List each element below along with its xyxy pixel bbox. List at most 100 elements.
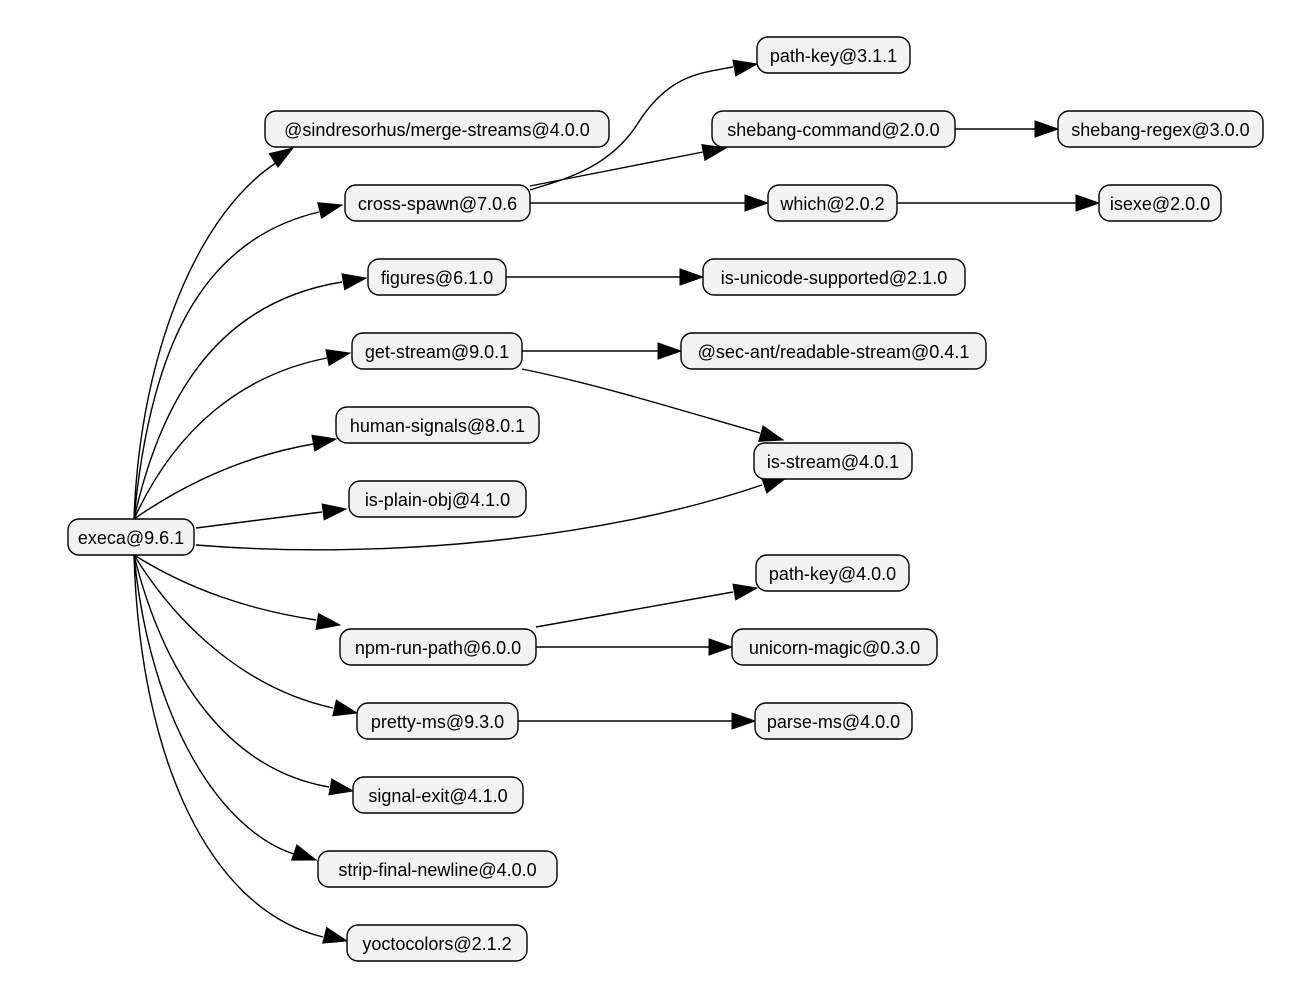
node-unicorn[interactable]: unicorn-magic@0.3.0 bbox=[731, 628, 938, 666]
arrowhead-execa-to-merge bbox=[268, 147, 295, 168]
node-label: isexe@2.0.0 bbox=[1110, 194, 1210, 214]
edge-execa-to-npmrun bbox=[133, 554, 317, 621]
node-box bbox=[339, 628, 537, 666]
edge-execa-to-plainobj bbox=[195, 511, 323, 529]
node-stripfinal[interactable]: strip-final-newline@4.0.0 bbox=[317, 850, 558, 888]
node-box bbox=[344, 184, 531, 222]
node-unicode[interactable]: is-unicode-supported@2.1.0 bbox=[702, 258, 966, 296]
arrowhead-cross-to-pathkey311 bbox=[732, 59, 759, 77]
node-label: figures@6.1.0 bbox=[381, 268, 493, 288]
node-yocto[interactable]: yoctocolors@2.1.2 bbox=[346, 924, 528, 962]
node-label: shebang-command@2.0.0 bbox=[727, 120, 939, 140]
node-box bbox=[335, 406, 540, 444]
node-pathkey311[interactable]: path-key@3.1.1 bbox=[756, 36, 911, 74]
node-label: path-key@3.1.1 bbox=[770, 46, 897, 66]
node-isexe[interactable]: isexe@2.0.0 bbox=[1098, 184, 1222, 222]
edge-execa-to-yocto bbox=[133, 554, 324, 938]
node-box bbox=[67, 518, 195, 556]
node-pathkey400[interactable]: path-key@4.0.0 bbox=[755, 554, 910, 592]
arrowhead-execa-to-signalexit bbox=[328, 778, 355, 796]
arrowhead-execa-to-npmrun bbox=[315, 612, 342, 631]
edge-execa-to-cross bbox=[133, 211, 320, 520]
node-box bbox=[702, 258, 966, 296]
node-label: is-plain-obj@4.1.0 bbox=[365, 490, 510, 510]
node-execa[interactable]: execa@9.6.1 bbox=[67, 518, 195, 556]
edges-layer bbox=[133, 59, 1101, 944]
arrowhead-execa-to-getstream bbox=[325, 349, 352, 367]
node-label: @sec-ant/readable-stream@0.4.1 bbox=[698, 342, 970, 362]
node-box bbox=[352, 776, 524, 814]
node-label: parse-ms@4.0.0 bbox=[767, 712, 900, 732]
node-label: signal-exit@4.1.0 bbox=[368, 786, 507, 806]
node-box bbox=[754, 702, 913, 740]
node-npmrun[interactable]: npm-run-path@6.0.0 bbox=[339, 628, 537, 666]
node-box bbox=[356, 702, 519, 740]
node-box bbox=[711, 110, 956, 148]
arrowhead-execa-to-figures bbox=[341, 273, 368, 291]
arrowhead-execa-to-prettyms bbox=[332, 699, 359, 717]
nodes-layer: execa@9.6.1 @sindresorhus/merge-streams@4… bbox=[67, 36, 1264, 962]
node-human[interactable]: human-signals@8.0.1 bbox=[335, 406, 540, 444]
node-label: @sindresorhus/merge-streams@4.0.0 bbox=[284, 120, 590, 140]
arrowhead-execa-to-cross bbox=[317, 202, 344, 220]
edge-execa-to-prettyms bbox=[133, 554, 334, 709]
node-readable[interactable]: @sec-ant/readable-stream@0.4.1 bbox=[680, 332, 987, 370]
node-label: npm-run-path@6.0.0 bbox=[355, 638, 521, 658]
edge-execa-to-human bbox=[133, 443, 314, 520]
edge-npmrun-to-pathkey400 bbox=[535, 591, 734, 628]
arrowhead-execa-to-stripfinal bbox=[290, 844, 318, 861]
node-plainobj[interactable]: is-plain-obj@4.1.0 bbox=[348, 480, 527, 518]
edge-execa-to-stripfinal bbox=[133, 554, 295, 855]
node-label: is-stream@4.0.1 bbox=[767, 452, 899, 472]
node-label: is-unicode-supported@2.1.0 bbox=[721, 268, 947, 288]
arrowhead-figures-to-unicode bbox=[679, 268, 705, 286]
arrowhead-getstream-to-readable bbox=[657, 342, 683, 360]
node-cross[interactable]: cross-spawn@7.0.6 bbox=[344, 184, 531, 222]
node-merge[interactable]: @sindresorhus/merge-streams@4.0.0 bbox=[264, 110, 610, 148]
node-box bbox=[1098, 184, 1222, 222]
arrowhead-getstream-to-isstream bbox=[758, 425, 785, 442]
node-figures[interactable]: figures@6.1.0 bbox=[367, 258, 507, 296]
edge-cross-to-shebangcmd bbox=[529, 151, 704, 187]
node-shebangregex[interactable]: shebang-regex@3.0.0 bbox=[1057, 110, 1264, 148]
edge-getstream-to-isstream bbox=[521, 368, 761, 434]
edge-execa-to-figures bbox=[133, 281, 343, 520]
node-label: get-stream@9.0.1 bbox=[365, 342, 509, 362]
node-box bbox=[346, 924, 528, 962]
edge-execa-to-signalexit bbox=[133, 554, 330, 788]
node-signalexit[interactable]: signal-exit@4.1.0 bbox=[352, 776, 524, 814]
node-label: strip-final-newline@4.0.0 bbox=[338, 860, 536, 880]
node-box bbox=[755, 554, 910, 592]
node-label: unicorn-magic@0.3.0 bbox=[749, 638, 920, 658]
node-box bbox=[348, 480, 527, 518]
arrowhead-shebangcmd-to-shebangregex bbox=[1034, 120, 1060, 138]
node-box bbox=[264, 110, 610, 148]
node-box bbox=[756, 36, 911, 74]
arrowhead-prettyms-to-parsems bbox=[731, 712, 757, 730]
node-prettyms[interactable]: pretty-ms@9.3.0 bbox=[356, 702, 519, 740]
node-which[interactable]: which@2.0.2 bbox=[767, 184, 898, 222]
arrowhead-which-to-isexe bbox=[1075, 194, 1101, 212]
node-box bbox=[680, 332, 987, 370]
node-label: shebang-regex@3.0.0 bbox=[1071, 120, 1249, 140]
arrowhead-execa-to-human bbox=[311, 434, 338, 452]
edge-execa-to-isstream bbox=[195, 484, 763, 551]
node-parsems[interactable]: parse-ms@4.0.0 bbox=[754, 702, 913, 740]
node-shebangcmd[interactable]: shebang-command@2.0.0 bbox=[711, 110, 956, 148]
edge-execa-to-merge bbox=[133, 160, 280, 520]
arrowhead-npmrun-to-unicorn bbox=[708, 638, 734, 656]
node-label: pretty-ms@9.3.0 bbox=[371, 712, 504, 732]
node-getstream[interactable]: get-stream@9.0.1 bbox=[351, 332, 523, 370]
node-box bbox=[731, 628, 938, 666]
node-box bbox=[753, 442, 913, 480]
arrowhead-execa-to-plainobj bbox=[321, 503, 348, 521]
node-label: cross-spawn@7.0.6 bbox=[358, 194, 517, 214]
node-box bbox=[1057, 110, 1264, 148]
arrowhead-cross-to-shebangcmd bbox=[701, 143, 728, 162]
arrowhead-execa-to-yocto bbox=[322, 926, 349, 944]
node-label: which@2.0.2 bbox=[779, 194, 884, 214]
arrowhead-execa-to-isstream bbox=[760, 477, 788, 494]
edge-execa-to-getstream bbox=[133, 357, 328, 520]
node-isstream[interactable]: is-stream@4.0.1 bbox=[753, 442, 913, 480]
